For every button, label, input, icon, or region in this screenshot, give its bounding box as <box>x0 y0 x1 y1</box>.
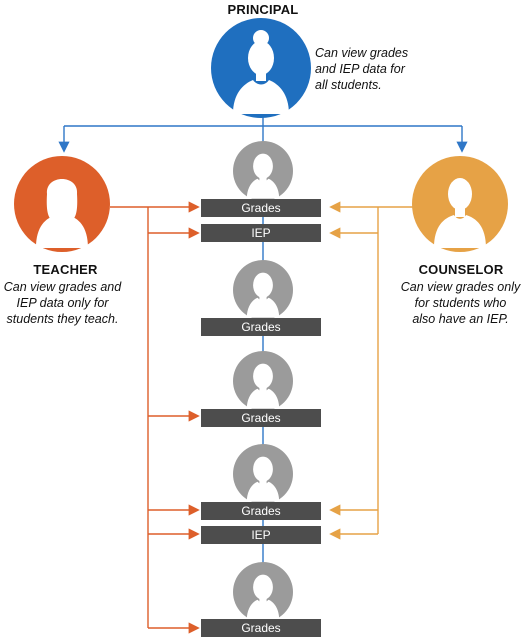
principal-avatar <box>211 18 311 118</box>
student-avatar-3 <box>233 351 293 411</box>
student-avatar-5 <box>233 562 293 622</box>
iep-bar: IEP <box>201 526 321 544</box>
person-male-icon <box>434 178 486 248</box>
principal-desc-line: Can view grades <box>315 46 409 60</box>
principal-title: PRINCIPAL <box>227 2 299 17</box>
person-female-icon <box>233 30 289 114</box>
principal-description: Can view grades and IEP data for all stu… <box>315 45 435 93</box>
counselor-desc-line: also have an IEP. <box>412 312 509 326</box>
teacher-desc-line: Can view grades and <box>3 280 122 294</box>
counselor-title: COUNSELOR <box>418 262 504 277</box>
grades-bar: Grades <box>201 409 321 427</box>
counselor-arrows <box>329 201 414 540</box>
grades-bar: Grades <box>201 502 321 520</box>
teacher-description: Can view grades and IEP data only for st… <box>0 279 125 327</box>
principal-desc-line: all students. <box>315 78 382 92</box>
teacher-avatar <box>14 156 110 252</box>
grades-bar: Grades <box>201 199 321 217</box>
teacher-title: TEACHER <box>33 262 98 277</box>
counselor-desc-line: for students who <box>414 296 507 310</box>
grades-bar: Grades <box>201 619 321 637</box>
teacher-desc-line: IEP data only for <box>16 296 109 310</box>
teacher-desc-line: students they teach. <box>6 312 119 326</box>
counselor-avatar <box>412 156 508 252</box>
grades-bar: Grades <box>201 318 321 336</box>
counselor-description: Can view grades only for students who al… <box>396 279 525 327</box>
iep-bar: IEP <box>201 224 321 242</box>
counselor-desc-line: Can view grades only <box>400 280 521 294</box>
student-avatar-2 <box>233 260 293 320</box>
person-female-long-hair-icon <box>36 179 88 248</box>
student-avatar-1 <box>233 141 293 201</box>
teacher-arrows <box>110 201 200 634</box>
student-avatar-4 <box>233 444 293 504</box>
principal-desc-line: and IEP data for <box>315 62 405 76</box>
